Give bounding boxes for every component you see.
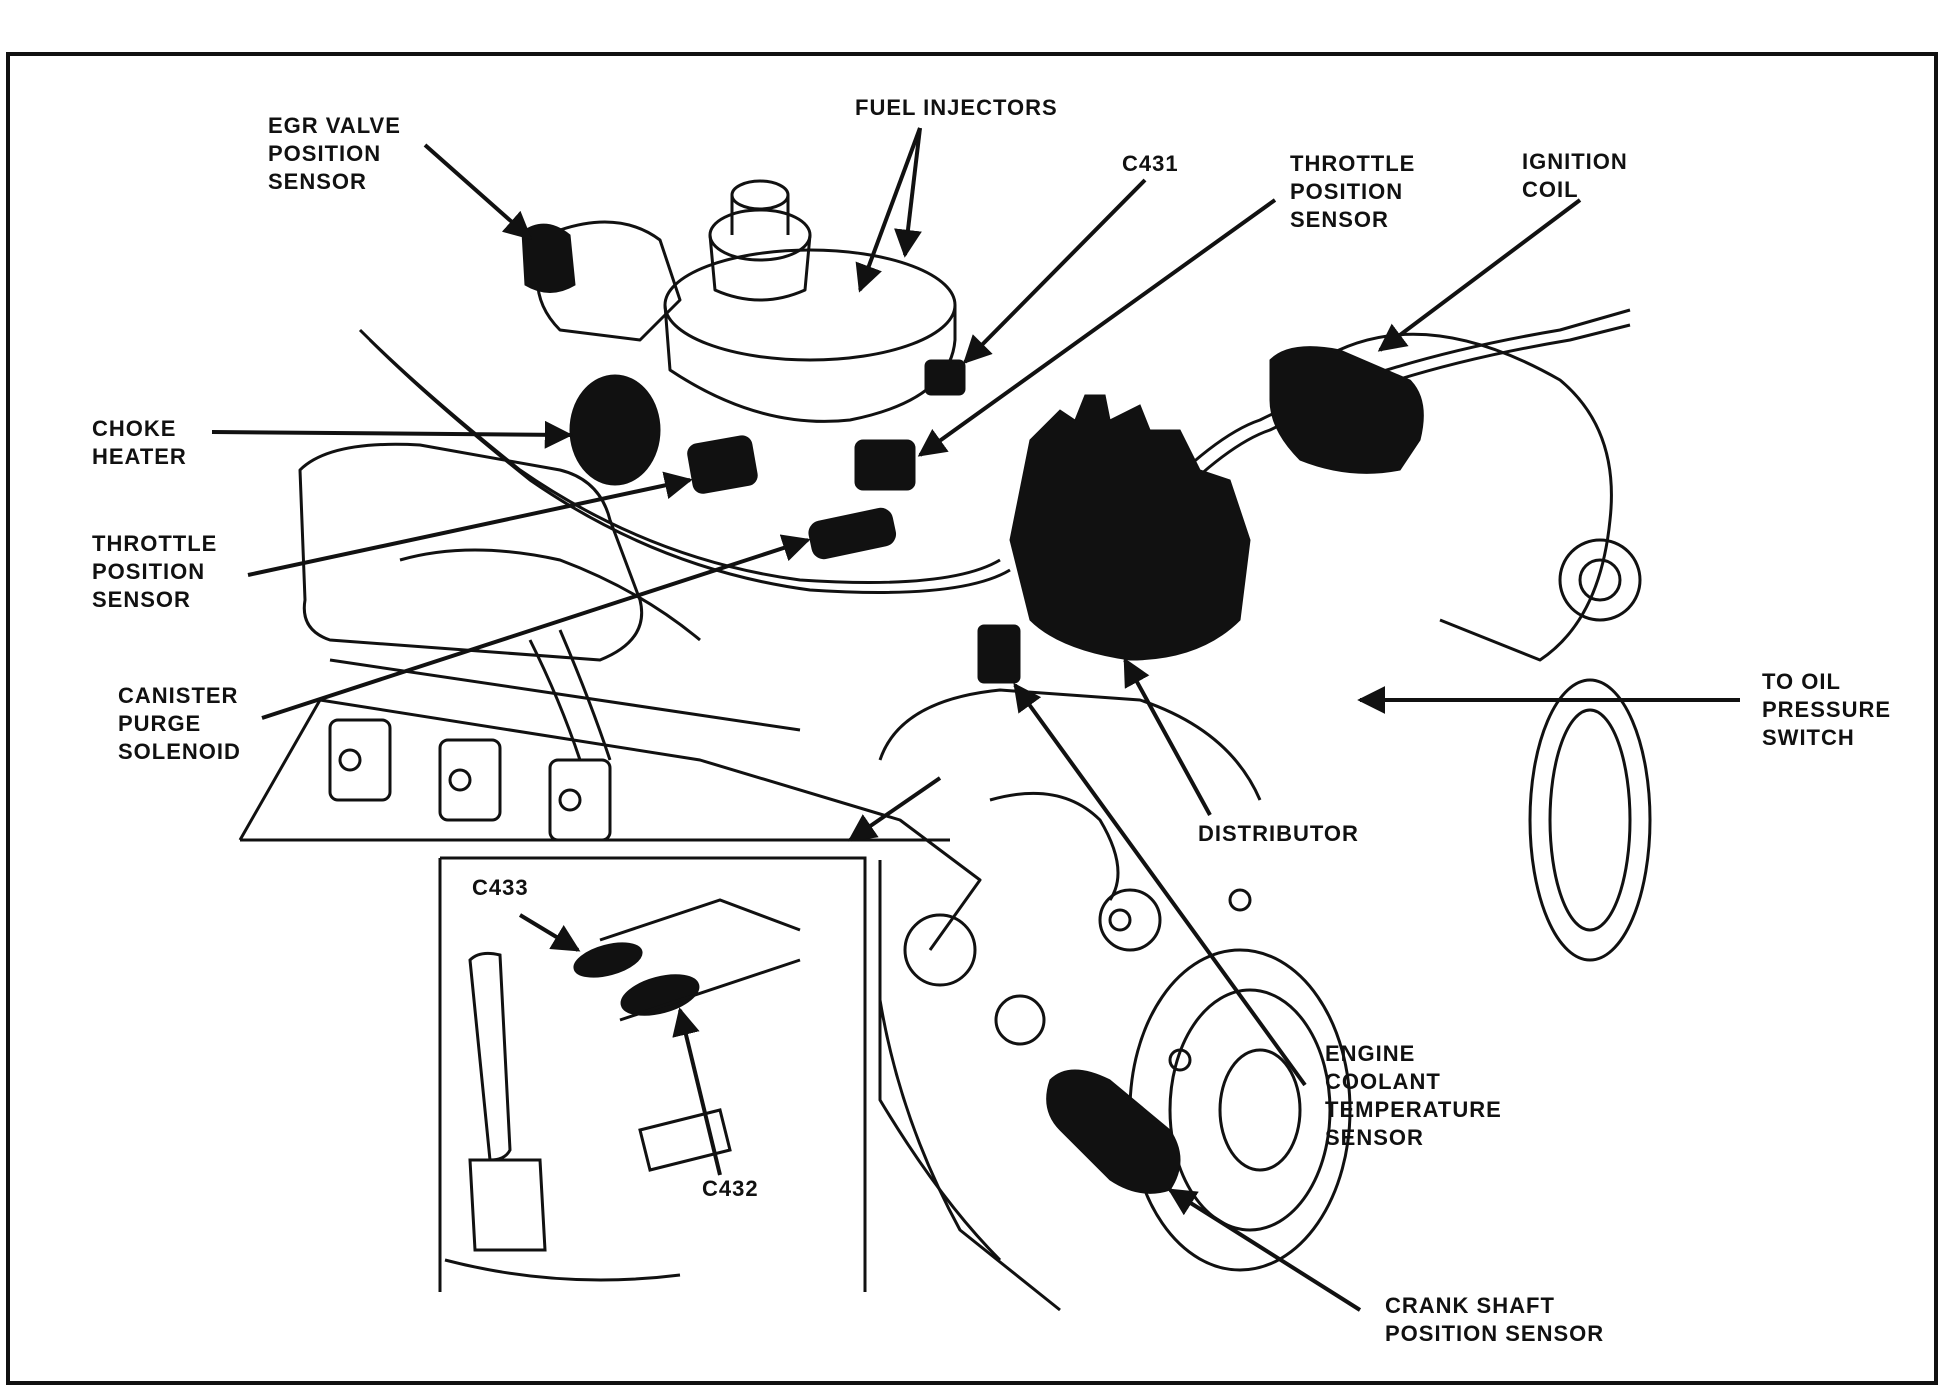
tps-top-shape (854, 439, 916, 491)
canister-solenoid-shape (808, 507, 897, 560)
distributor-arrow-2 (847, 776, 942, 842)
fuel-injector-arrow-2 (894, 127, 922, 258)
fuel-injector-arrow-1 (855, 127, 922, 293)
label-c433: C433 (472, 875, 529, 900)
c432-shape (620, 974, 700, 1016)
tps-left-shape (687, 435, 758, 494)
label-fuel-injectors: FUEL INJECTORS (855, 95, 1058, 120)
label-c431: C431 (1122, 151, 1179, 176)
coolant-arrow (1013, 682, 1307, 1087)
c433-arrow (518, 913, 581, 952)
c432-arrow (672, 1007, 722, 1176)
label-throttle-position-sensor-left: THROTTLE POSITION SENSOR (92, 531, 218, 612)
label-canister-purge-solenoid: CANISTER PURGE SOLENOID (118, 683, 241, 764)
egr-sensor-shape (521, 223, 576, 293)
engine-block-drawing (238, 179, 1652, 1312)
leader-lines (211, 127, 1740, 1312)
label-ignition-coil: IGNITION COIL (1522, 149, 1628, 202)
ignition-coil-shape (1269, 346, 1424, 474)
label-distributor: DISTRIBUTOR (1198, 821, 1359, 846)
ignition-coil-arrow (1377, 198, 1582, 352)
c433-shape (573, 942, 643, 978)
label-throttle-position-sensor-top: THROTTLE POSITION SENSOR (1290, 151, 1416, 232)
egr-arrow (423, 143, 533, 240)
canister-arrow (261, 534, 811, 720)
diagram-frame (6, 52, 1938, 1385)
coolant-sensor-shape (977, 624, 1021, 684)
choke-heater-arrow (211, 420, 573, 449)
crank-sensor-shape (1046, 1069, 1181, 1194)
tps-left-arrow (247, 471, 693, 577)
label-crank-shaft-position-sensor: CRANK SHAFT POSITION SENSOR (1385, 1293, 1605, 1346)
label-choke-heater: CHOKE HEATER (92, 416, 187, 469)
c431-shape (924, 359, 966, 396)
label-egr-valve-position-sensor: EGR VALVE POSITION SENSOR (268, 113, 401, 194)
label-engine-coolant-temperature-sensor: ENGINE COOLANT TEMPERATURE SENSOR (1325, 1041, 1502, 1150)
label-c432: C432 (702, 1176, 759, 1201)
c431-arrow (963, 178, 1147, 364)
distributor-arrow (1123, 657, 1212, 816)
connector-inset (438, 856, 867, 1292)
highlighted-components (521, 223, 1424, 1194)
choke-heater-shape (569, 374, 661, 486)
tps-top-arrow (917, 198, 1277, 457)
distributor-cap-shape (1009, 394, 1251, 661)
crank-arrow (1167, 1188, 1362, 1312)
label-to-oil-pressure-switch: TO OIL PRESSURE SWITCH (1762, 669, 1892, 750)
